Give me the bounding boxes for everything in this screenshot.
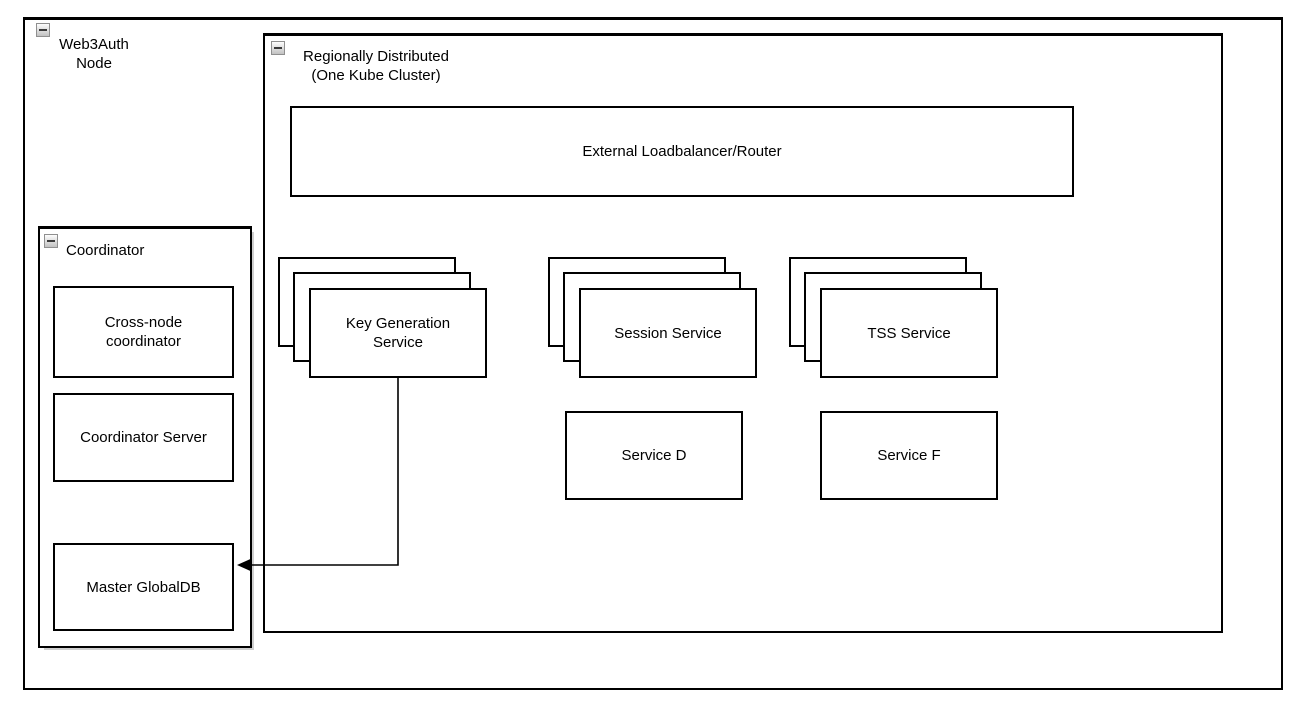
- stack-front-card: TSS Service: [820, 288, 998, 378]
- web3auth-node-container: Web3Auth Node Regionally Distributed (On…: [23, 17, 1283, 690]
- master-globaldb-box: Master GlobalDB: [53, 543, 234, 631]
- web3auth-node-label: Web3Auth Node: [59, 36, 129, 72]
- tss-service-stack: TSS Service: [789, 257, 998, 378]
- cross-node-coordinator-label: Cross-node coordinator: [104, 314, 183, 350]
- stack-front-card: Session Service: [579, 288, 757, 378]
- coordinator-server-label: Coordinator Server: [80, 429, 207, 446]
- master-globaldb-label: Master GlobalDB: [86, 578, 201, 596]
- collapse-minus-icon[interactable]: [271, 41, 285, 55]
- key-generation-service-label: Key Generation Service: [345, 315, 451, 351]
- regionally-distributed-label: Regionally Distributed (One Kube Cluster…: [303, 48, 449, 84]
- cross-node-coordinator-box: Cross-node coordinator: [53, 286, 234, 378]
- coordinator-server-box: Coordinator Server: [53, 393, 234, 482]
- service-f-box: Service F: [820, 411, 998, 500]
- regionally-distributed-container: Regionally Distributed (One Kube Cluster…: [263, 33, 1223, 633]
- external-loadbalancer-box: External Loadbalancer/Router: [290, 106, 1074, 197]
- service-d-label: Service D: [621, 447, 687, 464]
- service-f-label: Service F: [877, 447, 941, 464]
- coordinator-label: Coordinator: [66, 242, 145, 259]
- stack-front-card: Key Generation Service: [309, 288, 487, 378]
- session-service-stack: Session Service: [548, 257, 757, 378]
- collapse-minus-icon[interactable]: [44, 234, 58, 248]
- key-generation-service-stack: Key Generation Service: [278, 257, 487, 378]
- service-d-box: Service D: [565, 411, 743, 500]
- collapse-minus-icon[interactable]: [36, 23, 50, 37]
- coordinator-container: Coordinator Cross-node coordinator Coord…: [38, 226, 252, 648]
- session-service-label: Session Service: [614, 324, 722, 342]
- tss-service-label: TSS Service: [867, 324, 951, 342]
- external-loadbalancer-label: External Loadbalancer/Router: [582, 143, 782, 160]
